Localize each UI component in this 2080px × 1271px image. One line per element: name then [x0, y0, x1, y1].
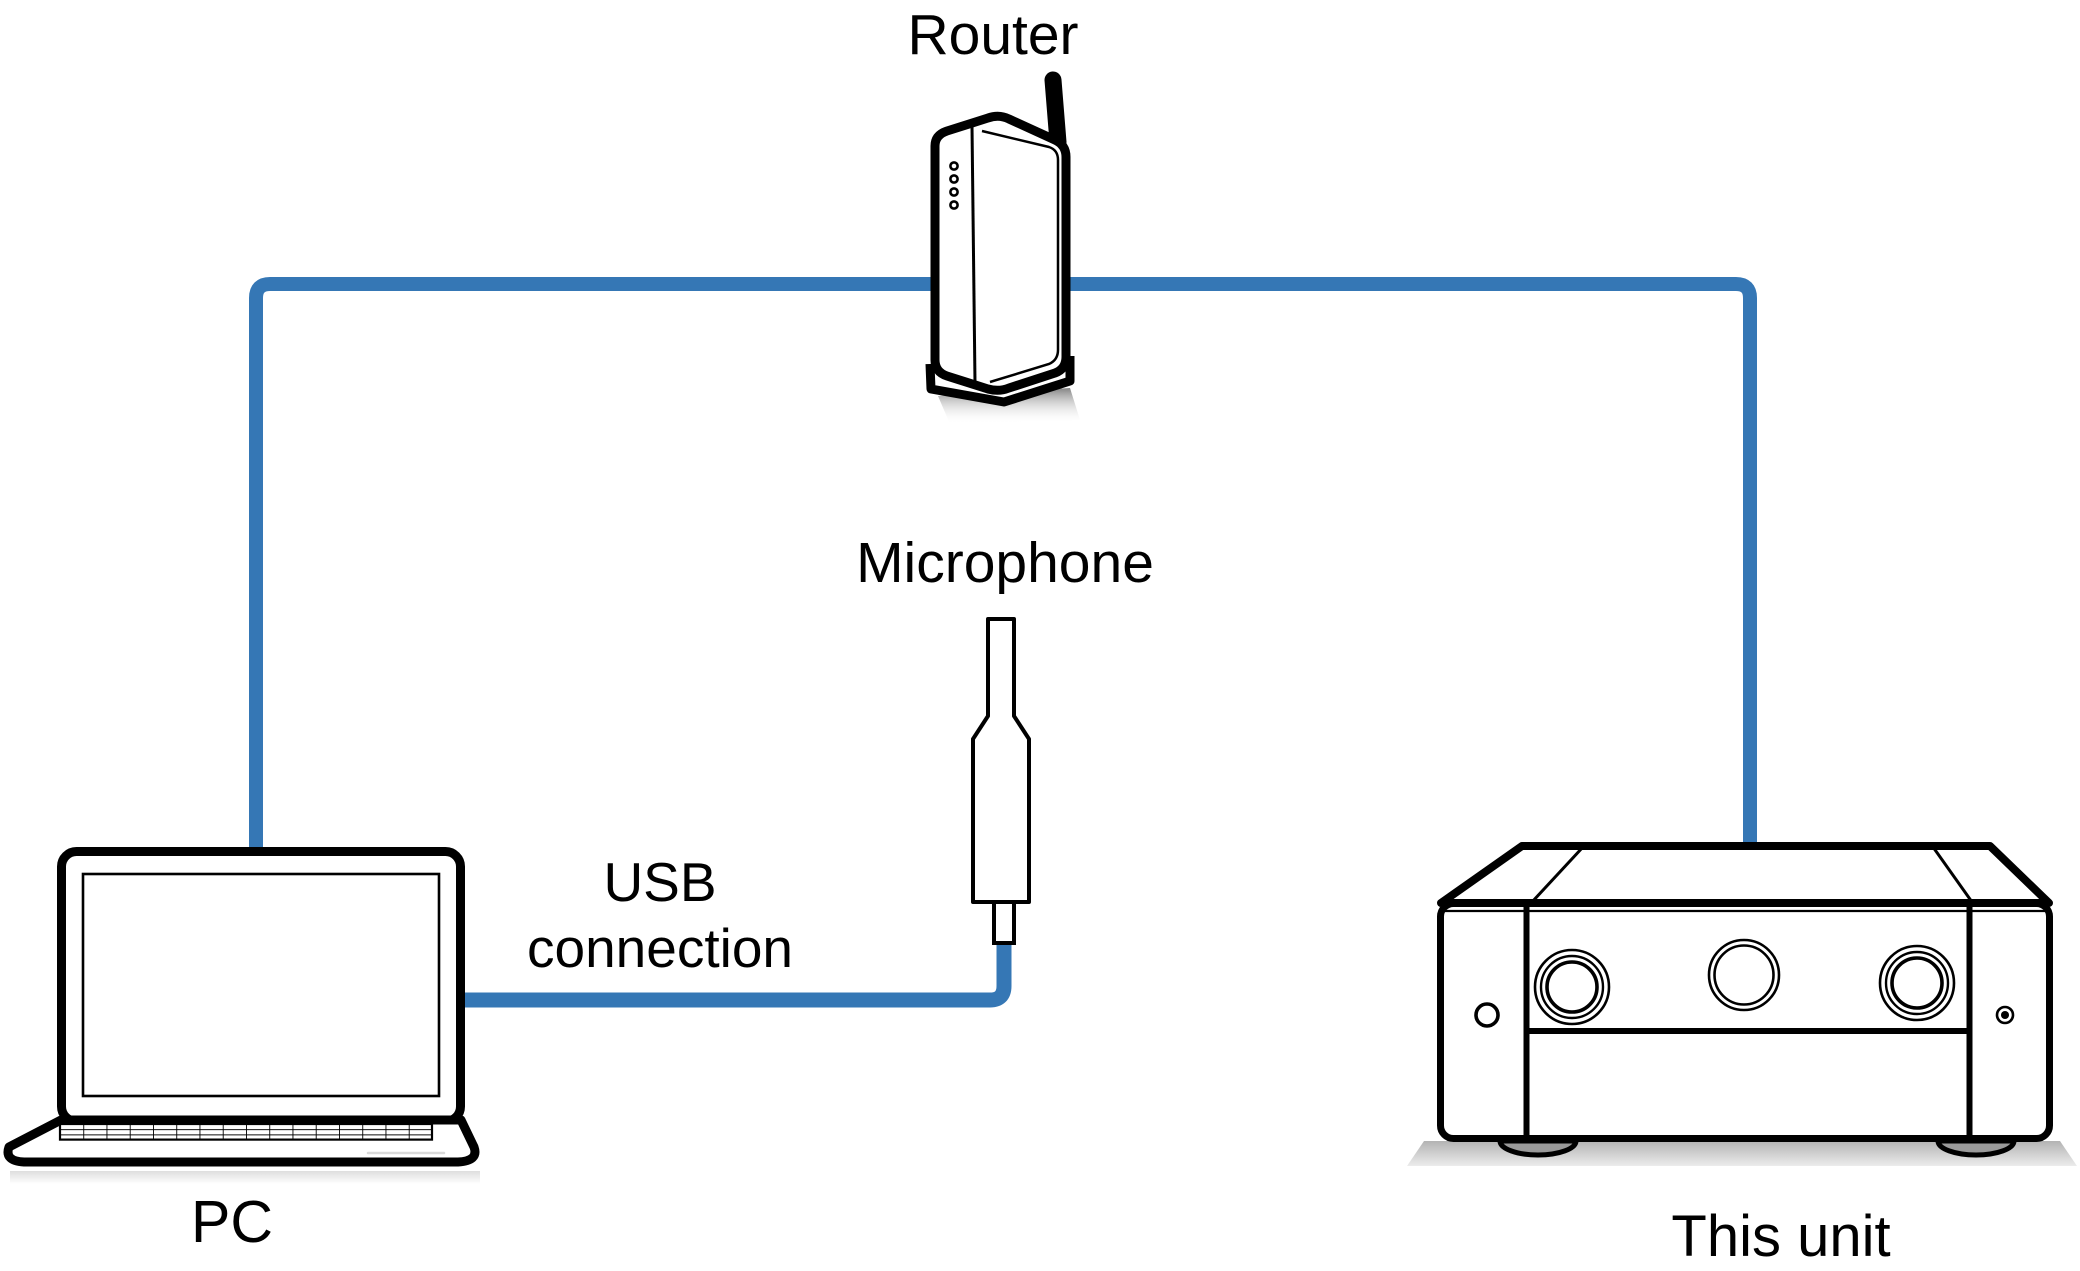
usb-connection-label-line2: connection — [526, 917, 794, 979]
microphone-label: Microphone — [856, 531, 1154, 595]
usb-connection-label: USB connection — [527, 849, 793, 981]
receiver-knob-left — [1533, 948, 1611, 1026]
microphone-plug — [992, 900, 1016, 945]
receiver-center-panel — [1523, 900, 1973, 1142]
router-body — [930, 111, 1071, 395]
router-front-edge — [970, 125, 977, 384]
router-illustration — [925, 71, 1080, 424]
router-label: Router — [907, 3, 1079, 67]
pc-keyboard — [58, 1122, 434, 1141]
receiver-indicator-right — [1995, 1005, 2015, 1025]
receiver-foot-right — [1935, 1138, 2017, 1158]
usb-cable-pc-microphone — [458, 942, 1012, 1008]
router-front-inner-outline — [981, 129, 1060, 384]
receiver-foot-left — [1497, 1138, 1579, 1158]
usb-connection-label-line1: USB — [603, 851, 717, 913]
this-unit-label: This unit — [1671, 1204, 1891, 1269]
microphone-illustration — [971, 617, 1031, 945]
receiver-top-slant-right — [1931, 846, 1974, 903]
receiver-top-slant-left — [1530, 845, 1585, 904]
receiver-knob-right — [1878, 944, 1956, 1022]
pc-illustration — [3, 847, 480, 1184]
microphone-body — [971, 617, 1031, 904]
router-led-lights — [949, 161, 959, 210]
receiver-illustration — [1407, 842, 2077, 1166]
receiver-button-left — [1474, 1002, 1500, 1028]
receiver-top-face — [1437, 842, 2053, 907]
pc-shadow — [10, 1171, 480, 1184]
receiver-knob-center — [1707, 938, 1781, 1012]
pc-screen — [81, 872, 441, 1098]
pc-label: PC — [191, 1189, 273, 1255]
router-antenna — [1044, 71, 1067, 151]
